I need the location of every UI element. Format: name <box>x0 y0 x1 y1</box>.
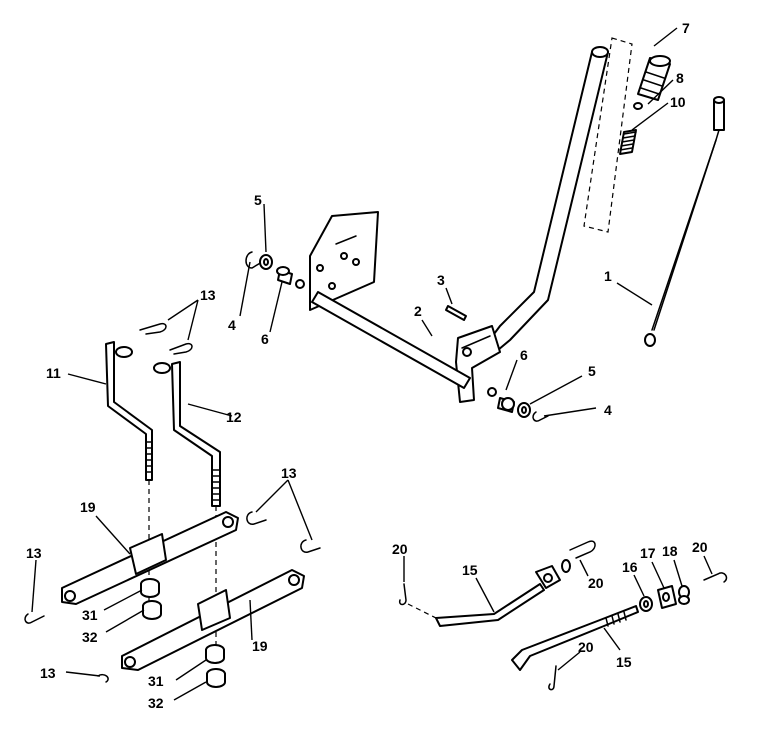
rod-upper <box>435 565 561 627</box>
callout-17: 17 <box>640 545 656 561</box>
nut-upper <box>142 600 162 620</box>
callout-16: 16 <box>622 559 638 575</box>
grip-button <box>633 102 643 110</box>
callout-2: 2 <box>414 303 422 319</box>
callout-5-right: 5 <box>588 363 596 379</box>
callout-20-upper: 20 <box>588 575 604 591</box>
callout-13-mid: 13 <box>281 465 297 481</box>
callout-20-right: 20 <box>692 539 708 555</box>
clip-right <box>532 411 549 422</box>
handle-phantom-outline <box>583 37 633 233</box>
bushing-right <box>487 387 515 413</box>
clevis-pin-left <box>398 583 407 606</box>
callout-4-left: 4 <box>228 317 236 333</box>
spacer-upper <box>140 578 160 598</box>
assembly-line-rod <box>407 603 441 621</box>
callout-31-lower: 31 <box>148 673 164 689</box>
callout-11: 11 <box>46 365 61 381</box>
lift-link-right <box>153 361 221 507</box>
callout-20-left: 20 <box>392 541 408 557</box>
lift-handle <box>455 46 609 403</box>
swivel-block <box>657 585 677 609</box>
clevis-pin-right <box>703 572 728 583</box>
bushing <box>678 585 690 605</box>
clevis-pin-upper <box>561 540 596 573</box>
callout-13-left: 13 <box>26 545 42 561</box>
callout-19-upper: 19 <box>80 499 96 515</box>
callout-1: 1 <box>604 268 612 284</box>
callout-13-top: 13 <box>200 287 216 303</box>
hairpin-clip-mid <box>246 511 321 553</box>
callout-15-upper: 15 <box>462 562 478 578</box>
roll-pin <box>445 305 467 321</box>
callout-5-left: 5 <box>254 192 262 208</box>
spring <box>619 129 637 155</box>
rod-lower <box>511 605 639 671</box>
bushing-left <box>276 266 305 289</box>
callout-7: 7 <box>682 20 690 36</box>
callout-8: 8 <box>676 70 684 86</box>
pivot-bracket-plate <box>309 211 379 311</box>
callout-6-left: 6 <box>261 331 269 347</box>
callout-20-lower: 20 <box>578 639 594 655</box>
washer-left <box>259 254 273 270</box>
callout-32-lower: 32 <box>148 695 164 711</box>
washer-right <box>517 402 531 418</box>
spacer-lower <box>205 644 225 664</box>
lift-link-left <box>105 341 153 481</box>
callout-4-right: 4 <box>604 402 612 418</box>
callout-15-lower: 15 <box>616 654 632 670</box>
adjustment-rod <box>644 96 725 347</box>
callout-31-upper: 31 <box>82 607 98 623</box>
callout-10: 10 <box>670 94 686 110</box>
callout-3: 3 <box>437 272 445 288</box>
hex-nut <box>639 596 653 612</box>
leader-lines <box>31 27 713 701</box>
handle-grip <box>637 55 671 101</box>
callout-6-right: 6 <box>520 347 528 363</box>
callout-labels: 1 2 3 4 4 5 5 6 6 7 8 10 11 12 13 13 13 … <box>26 20 708 711</box>
callout-18: 18 <box>662 543 678 559</box>
callout-32-upper: 32 <box>82 629 98 645</box>
callout-12: 12 <box>226 409 242 425</box>
hairpin-clip-top <box>139 322 193 355</box>
clevis-pin-lower <box>548 665 557 691</box>
lift-arm-lower <box>121 569 305 671</box>
hairpin-clip-left <box>24 613 45 624</box>
callout-19-lower: 19 <box>252 638 268 654</box>
cross-shaft <box>311 291 471 389</box>
nut-lower <box>206 668 226 688</box>
lift-arm-upper <box>61 511 239 605</box>
callout-13-bottom: 13 <box>40 665 56 681</box>
clip-left <box>245 251 263 269</box>
